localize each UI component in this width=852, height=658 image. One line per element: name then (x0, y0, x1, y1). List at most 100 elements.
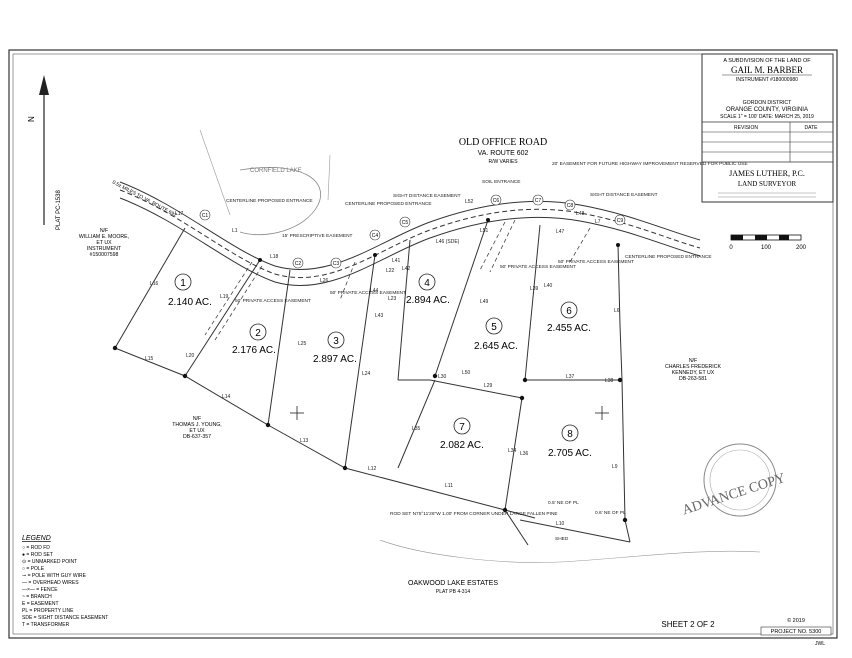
line-label: L23 (388, 296, 397, 302)
line-label: L37 (566, 374, 575, 380)
sheet-inner-border (12, 53, 834, 635)
lot-number: 5 (491, 322, 497, 333)
line-label: L43 (375, 313, 384, 319)
legend-item: ○ = ROD FD (22, 545, 50, 551)
note-shed: SHED (555, 536, 569, 542)
line-label: L30 (438, 374, 447, 380)
lot-area: 2.897 AC. (313, 354, 357, 365)
line-label: L19 (220, 294, 229, 300)
svg-text:ET UX: ET UX (189, 428, 205, 434)
lake-label: CORNFIELD LAKE (250, 168, 302, 174)
line-label: L17 (175, 211, 184, 217)
legend-title: LEGEND (22, 535, 51, 542)
legend-item: ⊙ = UNMARKED POINT (22, 559, 77, 565)
curve-c5: C5 (399, 216, 411, 228)
legend-item: —×— = FENCE (22, 587, 58, 593)
title-county: ORANGE COUNTY, VIRGINIA (726, 107, 808, 113)
neighbor-young: N/F THOMAS J. YOUNG, ET UX DB-637-357 (172, 416, 221, 440)
line-label: L10 (556, 521, 565, 527)
svg-text:C2: C2 (295, 261, 302, 267)
lot-area: 2.082 AC. (440, 440, 484, 451)
sheet-footer: SHEET 2 OF 2 © 2019 PROJECT NO. 5300 JWL (661, 617, 832, 647)
north-arrow: N PLAT PC-1538 (27, 75, 62, 230)
svg-text:CHARLES FREDERICK: CHARLES FREDERICK (665, 364, 721, 370)
note-centerline-mid: CENTERLINE PROPOSED ENTRANCE (345, 201, 432, 207)
title-surveyor-title: LAND SURVEYOR (738, 180, 797, 188)
scale-bar: 0 100 200 (729, 234, 807, 251)
lot-area: 2.176 AC. (232, 345, 276, 356)
svg-text:N/F: N/F (193, 416, 201, 422)
svg-text:INSTRUMENT: INSTRUMENT (87, 246, 122, 252)
road-row: R/W VARIES (488, 159, 518, 165)
lot-area: 2.705 AC. (548, 448, 592, 459)
svg-text:DB-263-581: DB-263-581 (679, 376, 707, 382)
legend-item: — = OVERHEAD WIRES (22, 580, 79, 586)
line-labels: L1 L11 L12 L13 L14 L15 L16 L17 L18 L19 L… (145, 199, 620, 527)
svg-text:C6: C6 (493, 198, 500, 204)
line-label: L40 (544, 283, 553, 289)
curve-c6: C6 (490, 194, 502, 206)
road-name: OLD OFFICE ROAD (459, 137, 547, 148)
line-label: L50 (462, 370, 471, 376)
title-surveyor-name: JAMES LUTHER, P.C. (729, 169, 805, 178)
line-label: L18 (270, 254, 279, 260)
lot-area: 2.455 AC. (547, 323, 591, 334)
note-rod-set: ROD SET N75°11'26"W 1.00' FROM CORNER UN… (390, 511, 558, 517)
line-label: L29 (484, 383, 493, 389)
neighbor-kennedy: N/F CHARLES FREDERICK KENNEDY, ET UX DB-… (665, 358, 721, 382)
note-private-2: 50' PRIVATE ACCESS EASEMENT (330, 290, 406, 296)
svg-text:ET UX: ET UX (96, 240, 112, 246)
lot-8: 82.705 AC. (548, 424, 592, 459)
line-label: L34 (508, 448, 517, 454)
easement-lines (204, 219, 591, 341)
title-date-header: DATE (805, 125, 819, 131)
line-label: L7 (595, 219, 601, 225)
lot-7: 7 2.082 AC. (440, 417, 484, 451)
legend-item: ~ = BRANCH (22, 594, 52, 600)
legend: LEGEND ○ = ROD FD ● = ROD SET ⊙ = UNMARK… (22, 535, 108, 628)
lot-number: 1 (180, 278, 186, 289)
line-label: L20 (186, 353, 195, 359)
title-block: A SUBDIVISION OF THE LAND OF GAIL M. BAR… (701, 53, 834, 203)
svg-text:N/F: N/F (689, 358, 697, 364)
note-prescriptive: 15' PRESCRIPTIVE EASEMENT (282, 233, 353, 239)
curve-c8: C8 (564, 199, 576, 211)
line-label: L9 (612, 464, 618, 470)
line-label: L48 (576, 211, 585, 217)
legend-item: PL = PROPERTY LINE (22, 608, 74, 614)
curve-c7: C7 (532, 194, 544, 206)
note-centerline-w: CENTERLINE PROPOSED ENTRANCE (226, 198, 313, 204)
plat-vertical-label: PLAT PC-1538 (56, 190, 62, 230)
oakwood-name: OAKWOOD LAKE ESTATES (408, 580, 498, 587)
line-label: L52 (465, 199, 474, 205)
lot-1: 1 2.140 AC. (168, 273, 212, 308)
stamp-text: ADVANCE COPY (680, 471, 787, 518)
note-sight-dist-1: SIGHT DISTANCE EASEMENT (393, 193, 461, 199)
lot-area: 2.894 AC. (406, 295, 450, 306)
lot-area: 2.140 AC. (168, 297, 212, 308)
project-number: PROJECT NO. 5300 (771, 629, 822, 635)
lot-area: 2.645 AC. (474, 341, 518, 352)
advance-copy-stamp: ADVANCE COPY (680, 443, 787, 518)
svg-text:C9: C9 (617, 218, 624, 224)
svg-text:THOMAS J. YOUNG,: THOMAS J. YOUNG, (172, 422, 221, 428)
scale-label-100: 100 (761, 245, 772, 251)
line-label: L16 (150, 281, 159, 287)
sheet-label: SHEET 2 OF 2 (661, 620, 715, 629)
note-soil-entrance: SOIL ENTRANCE (482, 179, 520, 185)
lot-number: 7 (459, 422, 465, 433)
line-label: L22 (386, 268, 395, 274)
note-private-4: 50' PRIVATE ACCESS EASEMENT (558, 259, 634, 265)
north-arrow-head-icon (39, 75, 49, 95)
line-label: L35 (412, 426, 421, 432)
line-label: L42 (402, 266, 411, 272)
note-future-easement: 20' EASEMENT FOR FUTURE HIGHWAY IMPROVEM… (552, 161, 748, 167)
corner-points (112, 218, 628, 523)
oakwood-plat: PLAT PB 4-314 (436, 589, 470, 595)
grid-crosshairs (290, 406, 609, 420)
curve-c3: C3 (330, 257, 342, 269)
lot-number: 2 (255, 328, 261, 339)
line-label: L47 (556, 229, 565, 235)
line-label: L51 (480, 228, 489, 234)
